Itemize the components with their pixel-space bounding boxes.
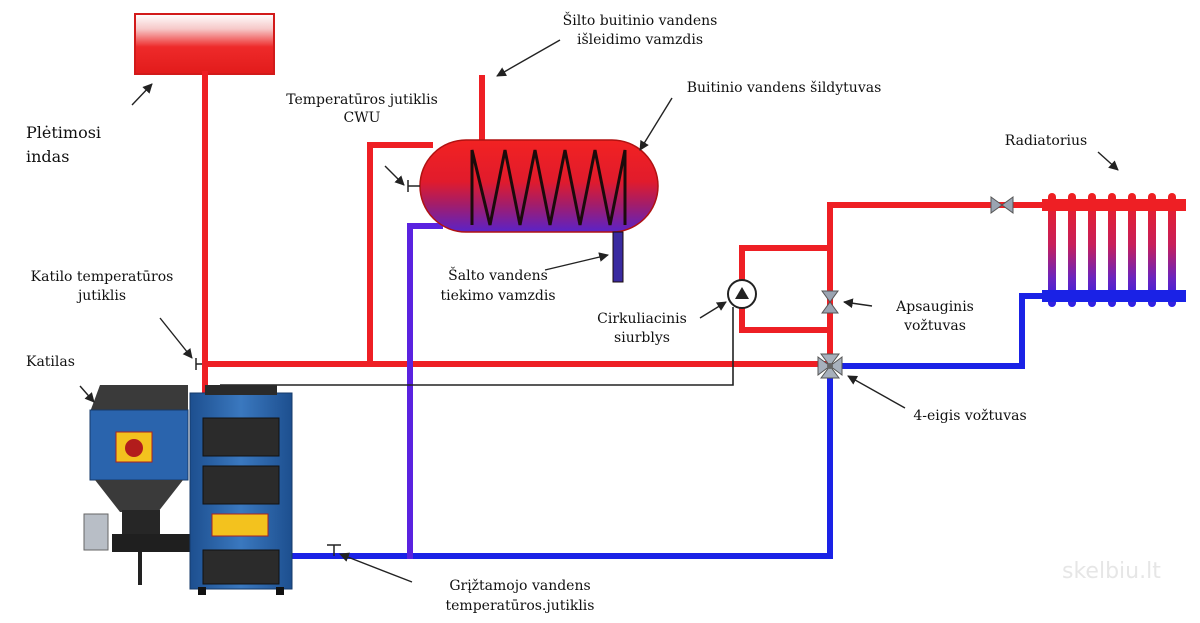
hot-pipes bbox=[202, 71, 1053, 398]
water-heater bbox=[419, 139, 659, 283]
label-hot-outlet: Šilto buitinio vandens bbox=[563, 11, 718, 29]
label-circ-pump-2: siurblys bbox=[614, 330, 670, 346]
label-temp-sensor-cwu-2: CWU bbox=[344, 110, 381, 126]
label-cold-inlet-2: tiekimo vamzdis bbox=[440, 288, 555, 304]
safety-valve-icon bbox=[821, 290, 839, 314]
pump-control-wire bbox=[220, 307, 734, 386]
label-radiator: Radiatorius bbox=[1005, 133, 1087, 149]
label-temp-sensor-cwu: Temperatūros jutiklis bbox=[286, 92, 438, 108]
four-way-valve-icon bbox=[817, 353, 843, 379]
boiler bbox=[83, 385, 293, 595]
label-safety-valve: Apsauginis bbox=[895, 299, 974, 315]
annotation-arrows bbox=[79, 39, 1119, 583]
label-expansion-tank-2: indas bbox=[26, 147, 69, 166]
label-return-sensor: Grįžtamojo vandens bbox=[449, 578, 590, 594]
return-sensor-icon bbox=[327, 544, 341, 556]
label-boiler-temp-sensor: Katilo temperatūros bbox=[31, 269, 174, 285]
expansion-tank bbox=[134, 13, 275, 75]
label-expansion-tank: Plėtimosi bbox=[26, 123, 101, 142]
label-four-way-valve: 4-eigis vožtuvas bbox=[913, 408, 1026, 424]
label-boiler: Katilas bbox=[26, 354, 75, 370]
watermark: skelbiu.lt bbox=[1062, 559, 1161, 584]
label-boiler-temp-sensor-2: jutiklis bbox=[76, 288, 126, 304]
heater-coil bbox=[470, 149, 627, 226]
label-cold-inlet: Šalto vandens bbox=[448, 266, 548, 284]
radiator-valve-icon bbox=[990, 196, 1014, 214]
label-hot-outlet-2: išleidimo vamzdis bbox=[577, 31, 703, 48]
radiator bbox=[1042, 193, 1186, 307]
boiler-sensor-icon bbox=[195, 358, 202, 370]
return-pipes bbox=[289, 293, 1053, 559]
cwu-sensor-icon bbox=[407, 180, 420, 192]
label-circ-pump: Cirkuliacinis bbox=[597, 311, 687, 327]
label-return-sensor-2: temperatūros.jutiklis bbox=[446, 598, 595, 614]
heater-return-pipe bbox=[407, 223, 443, 559]
label-water-heater: Buitinio vandens šildytuvas bbox=[687, 79, 882, 96]
label-safety-valve-2: vožtuvas bbox=[903, 318, 966, 334]
circulation-pump-icon bbox=[727, 279, 757, 309]
